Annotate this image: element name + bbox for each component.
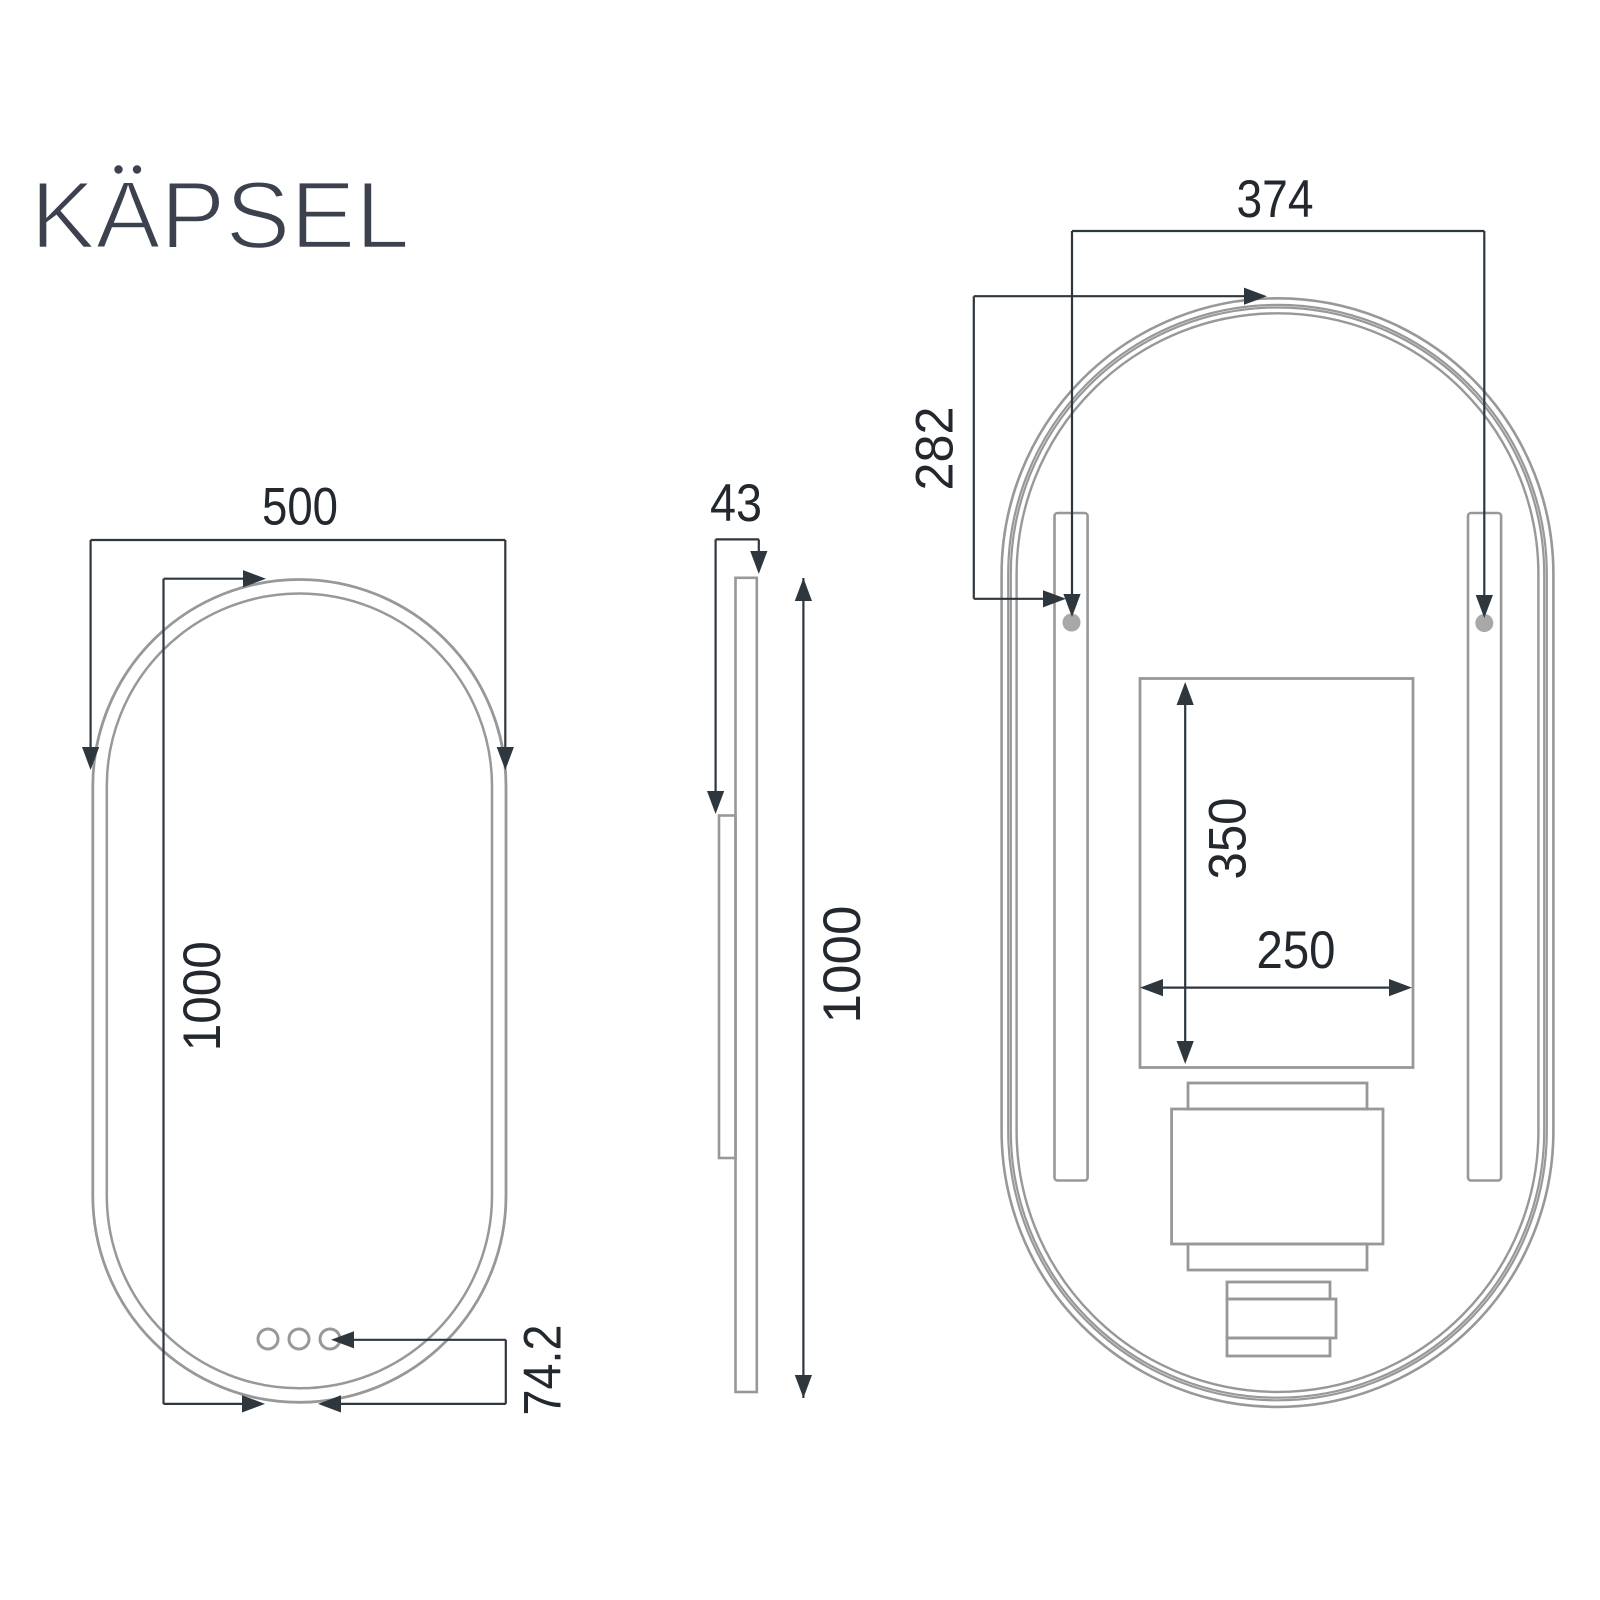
svg-text:43: 43 <box>710 474 762 533</box>
svg-text:350: 350 <box>1199 798 1258 880</box>
svg-text:500: 500 <box>262 478 338 537</box>
svg-text:1000: 1000 <box>813 906 872 1024</box>
svg-text:374: 374 <box>1237 170 1314 229</box>
svg-text:74.2: 74.2 <box>514 1325 573 1416</box>
svg-text:282: 282 <box>906 407 965 491</box>
svg-text:250: 250 <box>1257 921 1336 980</box>
svg-text:KÄPSEL: KÄPSEL <box>31 162 410 269</box>
svg-text:1000: 1000 <box>173 941 232 1051</box>
